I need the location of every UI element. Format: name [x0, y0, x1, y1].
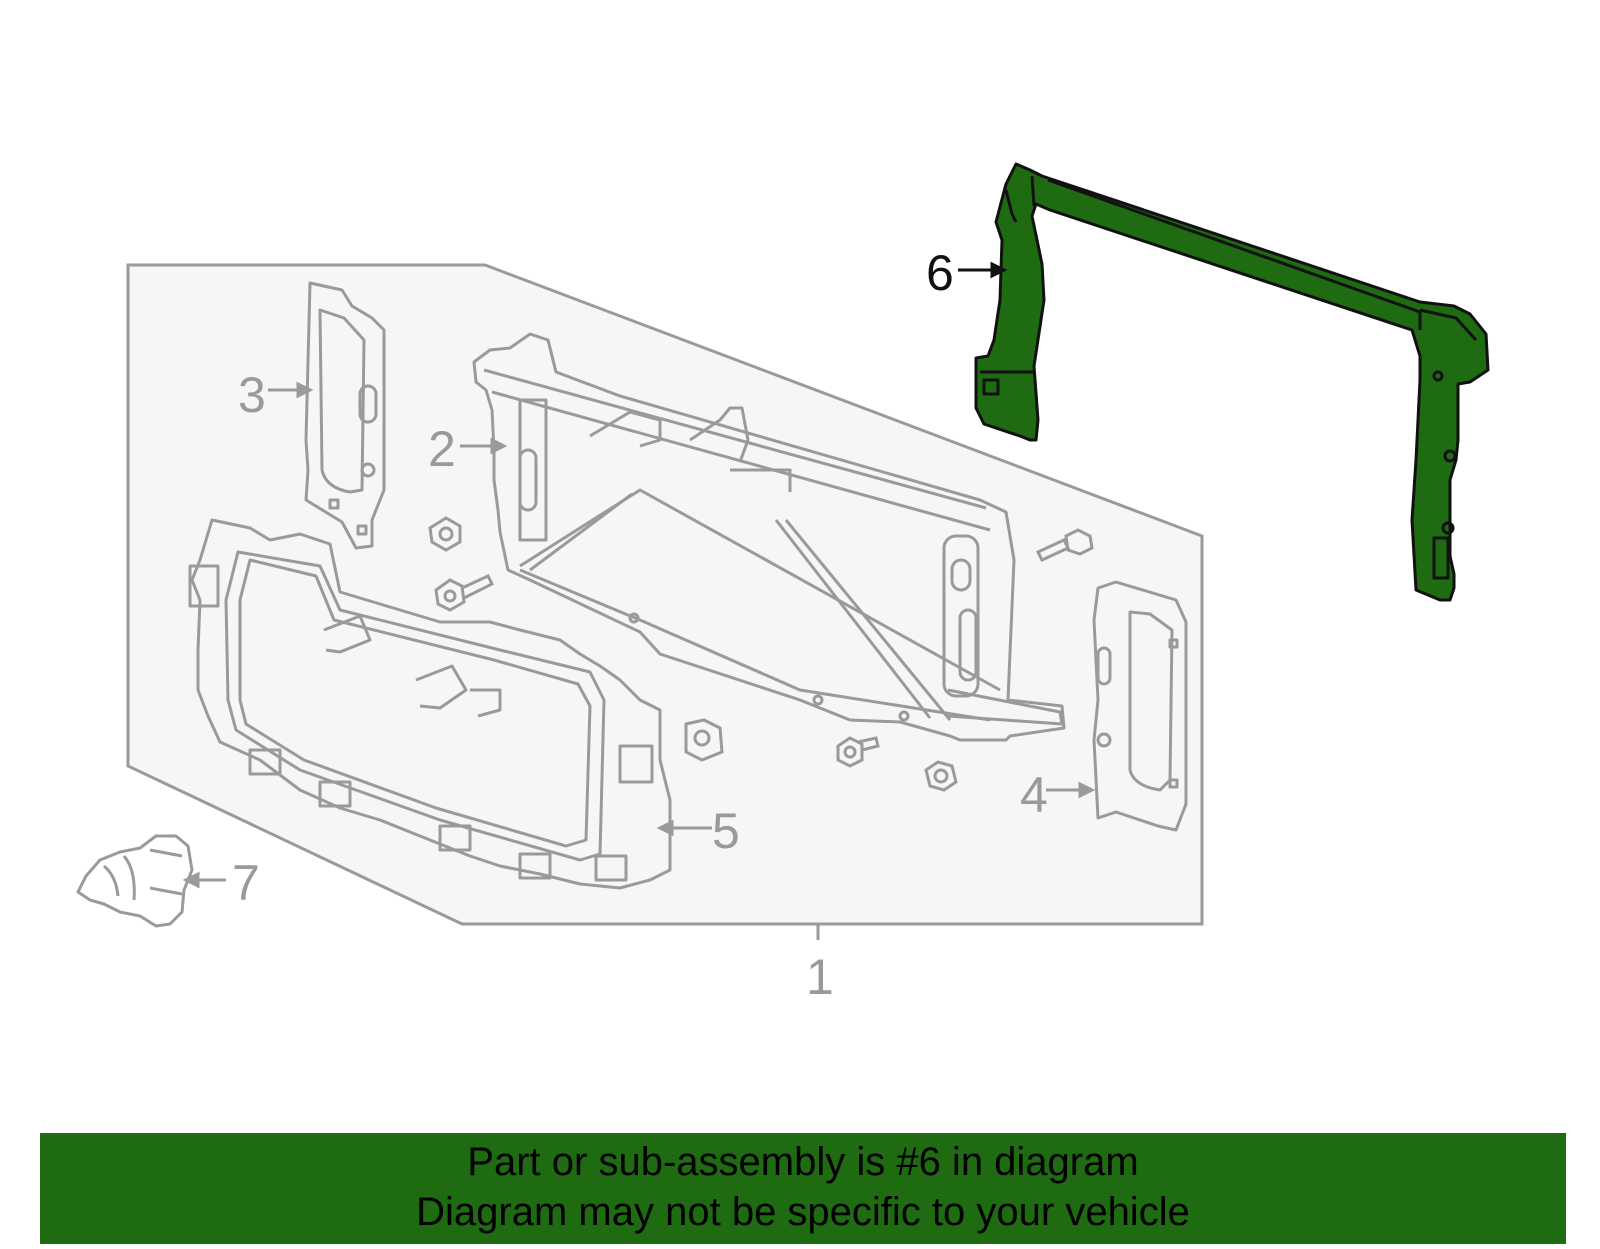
callout-7: 7 [232, 855, 260, 911]
part-2-radiator-support[interactable] [472, 332, 1066, 742]
nut-2 [924, 760, 958, 792]
part-3-left-side-panel[interactable] [304, 281, 386, 550]
callout-4: 4 [1020, 767, 1048, 823]
nut-1 [428, 516, 462, 552]
bolt-1 [434, 574, 495, 612]
banner-line-2: Diagram may not be specific to your vehi… [416, 1190, 1190, 1234]
callout-6: 6 [926, 245, 954, 301]
banner-line-1: Part or sub-assembly is #6 in diagram [467, 1140, 1139, 1184]
callout-arrows [182, 261, 1096, 940]
bolt-2 [1035, 528, 1094, 562]
callout-3: 3 [238, 367, 266, 423]
part-7-clip[interactable] [76, 834, 194, 928]
info-banner: Part or sub-assembly is #6 in diagram Di… [40, 1133, 1566, 1244]
bolt-3 [836, 736, 880, 768]
callout-1: 1 [806, 949, 834, 1005]
callout-2: 2 [428, 421, 456, 477]
callout-5: 5 [712, 803, 740, 859]
part-5-grille-reinforcement[interactable] [188, 518, 672, 890]
fasteners [428, 516, 1094, 792]
clip-1 [684, 718, 724, 762]
part-6-upper-tie-bar[interactable] [974, 162, 1490, 602]
part-4-right-side-panel[interactable] [1092, 580, 1188, 832]
assembly-panel [126, 263, 1204, 926]
